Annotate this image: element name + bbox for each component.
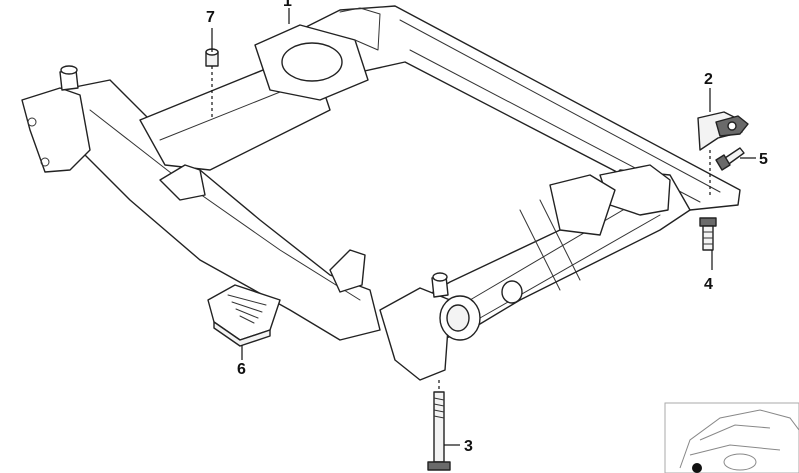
leader-lines — [211, 8, 756, 446]
callout-labels: 7 1 2 5 4 6 3 — [206, 0, 768, 455]
callout-7: 7 — [206, 9, 215, 26]
part-4-bolt — [699, 217, 717, 251]
callout-2: 2 — [704, 71, 713, 88]
callout-1: 1 — [283, 0, 292, 10]
mount-opening — [281, 42, 343, 82]
location-marker — [692, 463, 702, 473]
part-2-mount-bracket — [697, 111, 749, 151]
callout-4: 4 — [704, 276, 713, 293]
part-6-buffer — [207, 284, 281, 347]
right-front-mount — [379, 287, 451, 381]
callout-5: 5 — [759, 151, 768, 168]
callout-6: 6 — [237, 361, 246, 378]
callout-3: 3 — [464, 438, 473, 455]
rear-axle-subframe — [21, 5, 741, 381]
left-center-bracket — [329, 249, 366, 293]
part-5-bolt — [715, 147, 745, 171]
left-front-mount — [21, 87, 91, 173]
vehicle-locator-thumbnail — [664, 402, 799, 473]
left-link-bracket — [159, 164, 206, 201]
part-3-long-bolt — [427, 391, 451, 471]
